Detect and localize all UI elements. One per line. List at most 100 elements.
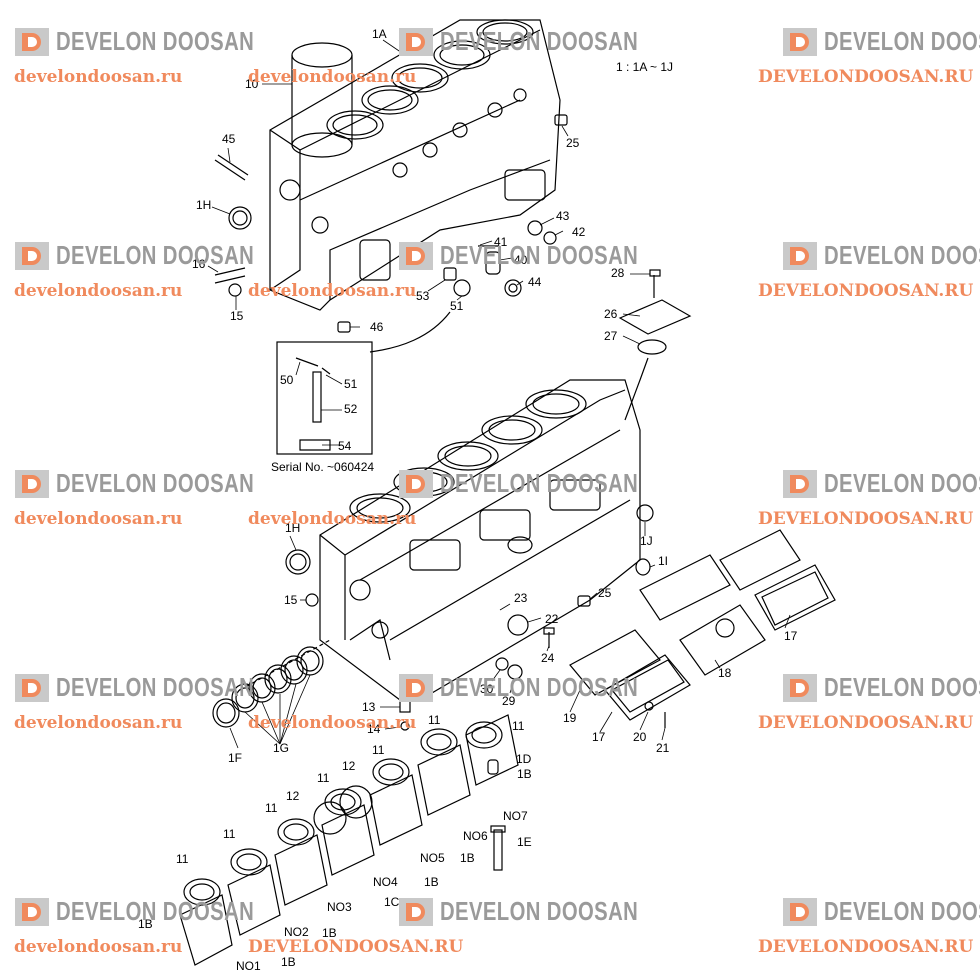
- watermark: DEVELON DOOSAN develondoosan.ru: [14, 468, 310, 529]
- label-41: 41: [494, 235, 508, 249]
- watermark-url: develondoosan.ru: [14, 509, 183, 529]
- watermark-url: DEVELONDOOSAN.RU: [758, 509, 974, 529]
- watermark-brand: DEVELON DOOSAN: [56, 672, 255, 702]
- plug-25-top: [554, 114, 568, 126]
- watermark: DEVELON DOOSAN develondoosan.ru: [14, 240, 310, 301]
- doosan-logo-icon: [15, 27, 49, 56]
- watermark: DEVELON DOOSAN develondoosan.ru: [248, 26, 694, 87]
- plate-22: [507, 614, 529, 636]
- label-45: 45: [222, 132, 236, 146]
- bolt-24: [543, 627, 555, 648]
- watermark-brand: DEVELON DOOSAN: [824, 896, 980, 926]
- side-covers-and-gaskets: [569, 529, 836, 728]
- watermark: DEVELON DOOSAN DEVELONDOOSAN.RU: [248, 896, 694, 957]
- label-30: 30: [480, 682, 494, 696]
- bolt-1E: [490, 825, 506, 871]
- doosan-logo-icon: [15, 897, 49, 926]
- lower-block-windows: [349, 479, 601, 661]
- watermark-url: develondoosan.ru: [14, 281, 183, 301]
- main-bearing-caps: [179, 714, 519, 966]
- label-1G: 1G: [273, 741, 289, 755]
- label-27: 27: [604, 329, 618, 343]
- watermark: DEVELON DOOSAN DEVELONDOOSAN.RU: [758, 468, 980, 529]
- label-12-left: 12: [286, 789, 300, 803]
- doosan-logo-icon: [399, 897, 433, 926]
- watermark: DEVELON DOOSAN DEVELONDOOSAN.RU: [758, 240, 980, 301]
- watermark-brand: DEVELON DOOSAN: [440, 26, 639, 56]
- plug-46: [337, 321, 351, 333]
- label-42: 42: [572, 225, 586, 239]
- watermark-brand: DEVELON DOOSAN: [56, 26, 255, 56]
- label-19: 19: [563, 711, 577, 725]
- label-17-left: 17: [592, 730, 606, 744]
- plug-53: [443, 267, 457, 281]
- label-28: 28: [611, 266, 625, 280]
- washer-15-top: [228, 283, 242, 297]
- doosan-logo-icon: [783, 27, 817, 56]
- seal-1H-mid: [285, 549, 311, 575]
- doosan-logo-icon: [399, 27, 433, 56]
- watermark-url: develondoosan.ru: [248, 67, 417, 87]
- label-10: 10: [245, 77, 259, 91]
- watermark-brand: DEVELON DOOSAN: [824, 240, 980, 270]
- watermark-url: DEVELONDOOSAN.RU: [758, 713, 974, 733]
- label-15-mid: 15: [284, 593, 298, 607]
- watermark-brand: DEVELON DOOSAN: [440, 896, 639, 926]
- label-43: 43: [556, 209, 570, 223]
- lower-cylinder-block: [285, 379, 654, 731]
- watermark-url: develondoosan.ru: [14, 937, 183, 957]
- label-1C: 1C: [384, 895, 400, 909]
- label-1H-top: 1H: [196, 198, 211, 212]
- label-51-box: 51: [344, 377, 358, 391]
- label-NO4: NO4: [373, 875, 398, 889]
- oil-jet-detail-box: [276, 311, 451, 455]
- stud-16: [214, 267, 246, 284]
- label-23: 23: [514, 591, 528, 605]
- watermark-brand: DEVELON DOOSAN: [56, 240, 255, 270]
- label-53: 53: [416, 289, 430, 303]
- watermark-brand: DEVELON DOOSAN: [824, 672, 980, 702]
- watermark: DEVELON DOOSAN develondoosan.ru: [14, 672, 310, 733]
- label-24: 24: [541, 651, 555, 665]
- watermark-url: DEVELONDOOSAN.RU: [758, 67, 974, 87]
- watermark: DEVELON DOOSAN develondoosan.ru: [248, 240, 694, 301]
- label-1J: 1J: [640, 534, 653, 548]
- label-1B-1: 1B: [138, 917, 153, 931]
- plug-1I: [635, 558, 651, 576]
- label-11-no4: 11: [317, 771, 330, 785]
- watermark-url: develondoosan.ru: [248, 509, 417, 529]
- label-20: 20: [633, 730, 647, 744]
- watermark-url: develondoosan.ru: [248, 713, 417, 733]
- main-bearing-shells: [183, 721, 503, 906]
- label-21: 21: [656, 741, 670, 755]
- watermark-brand: DEVELON DOOSAN: [440, 240, 639, 270]
- label-26: 26: [604, 307, 618, 321]
- label-1E: 1E: [517, 835, 532, 849]
- washer-15-mid: [305, 593, 319, 607]
- watermark: DEVELON DOOSAN develondoosan.ru: [14, 26, 310, 87]
- watermark-url: develondoosan.ru: [14, 67, 183, 87]
- label-18: 18: [718, 666, 732, 680]
- watermark-brand: DEVELON DOOSAN: [56, 896, 255, 926]
- label-NO6: NO6: [463, 829, 488, 843]
- label-11-no1: 11: [176, 852, 189, 866]
- watermark-brand: DEVELON DOOSAN: [56, 468, 255, 498]
- label-15-top: 15: [230, 309, 244, 323]
- watermark: DEVELON DOOSAN DEVELONDOOSAN.RU: [758, 896, 980, 957]
- label-NO1: NO1: [236, 959, 261, 973]
- doosan-logo-icon: [783, 673, 817, 702]
- watermark: DEVELON DOOSAN DEVELONDOOSAN.RU: [758, 672, 980, 733]
- label-NO7: NO7: [503, 809, 528, 823]
- watermark-url: develondoosan.ru: [248, 281, 417, 301]
- watermark-brand: DEVELON DOOSAN: [824, 26, 980, 56]
- plug-29-30: [495, 657, 523, 680]
- serial-note: Serial No. ~060424: [271, 460, 375, 474]
- seal-1H-top: [228, 206, 252, 230]
- label-16: 16: [192, 257, 206, 271]
- label-40: 40: [514, 253, 528, 267]
- label-50: 50: [280, 373, 294, 387]
- label-NO2: NO2: [284, 925, 309, 939]
- label-1B-5: 1B: [424, 875, 439, 889]
